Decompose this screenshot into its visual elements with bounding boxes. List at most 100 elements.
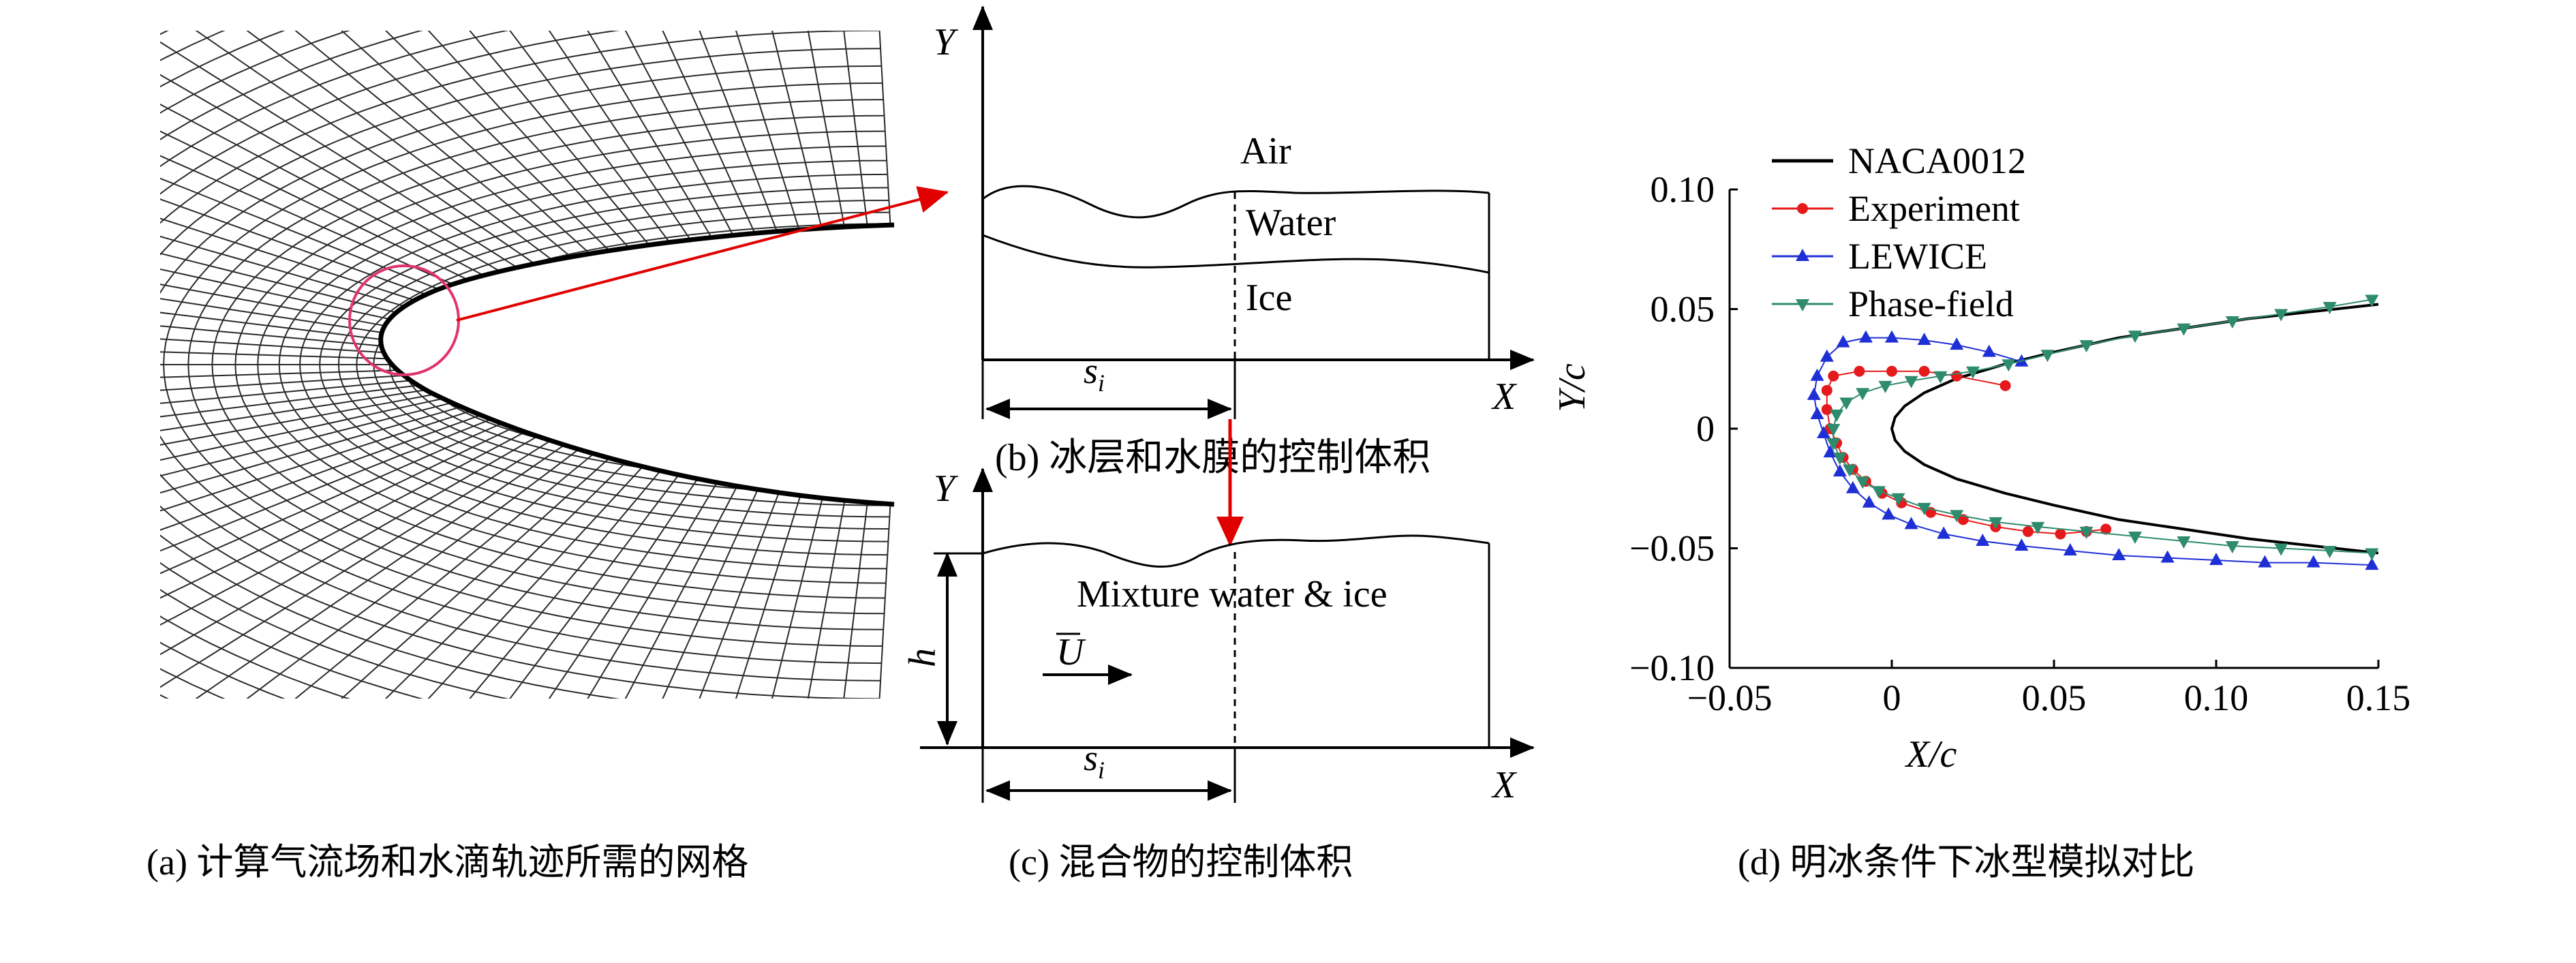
data-point — [1904, 517, 1918, 530]
data-point — [1917, 502, 1931, 515]
data-point — [1976, 533, 1990, 546]
b-air-label: Air — [1240, 130, 1291, 172]
data-point — [2079, 340, 2094, 353]
mesh-radial-line — [246, 31, 620, 311]
data-point — [2177, 323, 2191, 336]
data-point — [1807, 387, 1821, 400]
data-point — [2274, 309, 2288, 322]
b-x-label: X — [1491, 376, 1518, 418]
data-point — [1982, 344, 1996, 357]
mesh-radial-line — [624, 31, 766, 297]
c-u-label: U — [1056, 631, 1086, 673]
mesh-radial-line — [807, 31, 858, 294]
data-point — [1989, 517, 2003, 530]
legend-label: Experiment — [1848, 188, 2020, 229]
data-point — [1886, 365, 1897, 377]
data-point — [1796, 249, 1809, 261]
data-point — [2040, 350, 2055, 363]
data-point — [1871, 486, 1886, 499]
data-point — [2022, 525, 2034, 537]
data-point — [1891, 493, 1905, 506]
x-tick-label: −0.05 — [1687, 677, 1773, 718]
mesh-radial-line — [160, 217, 519, 335]
data-point — [2177, 536, 2191, 549]
data-point — [1950, 510, 1964, 523]
mesh-radial-line — [160, 395, 519, 512]
mesh-radial-line — [160, 408, 568, 626]
caption-a: (a) 计算气流场和水滴轨迹所需的网格 — [147, 842, 748, 883]
data-point — [1823, 445, 1837, 458]
legend-label: Phase-field — [1848, 284, 2014, 324]
data-point — [1826, 424, 1841, 436]
data-point — [1833, 453, 1847, 465]
mesh-radial-line — [160, 370, 479, 391]
zoom-arrow — [456, 186, 949, 322]
y-axis-label: Y/c — [1551, 363, 1593, 412]
data-point — [1937, 526, 1951, 539]
data-point — [1836, 335, 1850, 348]
y-tick-label: −0.10 — [1629, 647, 1715, 688]
mesh-radial-line — [509, 31, 714, 301]
data-point — [1856, 388, 1870, 401]
data-point — [2100, 523, 2112, 535]
data-point — [2160, 550, 2175, 563]
mesh-radial-line — [771, 31, 839, 294]
mesh-radial-line — [548, 31, 731, 299]
caption-c: (c) 混合物的控制体积 — [1009, 842, 1353, 883]
mesh-radial-line — [160, 198, 527, 332]
data-point — [2365, 548, 2379, 561]
x-tick-label: 0.05 — [2022, 677, 2087, 718]
mesh-radial-line — [160, 367, 478, 378]
series-lewice — [1807, 330, 2379, 570]
data-point — [1833, 464, 1847, 477]
mesh-radial-line — [160, 411, 581, 656]
mesh-radial-line — [160, 400, 536, 552]
mesh-radial-line — [160, 252, 504, 341]
mesh-radial-line — [699, 31, 802, 295]
c-si-label: si — [1084, 737, 1105, 784]
data-point — [1830, 409, 1844, 422]
c-top-surface — [982, 534, 1490, 568]
data-point — [1843, 464, 1857, 477]
mesh-radial-line — [160, 392, 511, 494]
mesh-radial-line — [160, 386, 498, 461]
panel-c: Y X h Mixture water & ice U si (c) 混合物的控… — [902, 468, 1535, 883]
b-water-label: Water — [1246, 202, 1336, 244]
mesh-radial-line — [735, 434, 821, 699]
mesh-radial-line — [548, 430, 731, 699]
mesh-radial-line — [843, 435, 876, 699]
data-point — [1858, 330, 1873, 343]
panel-b: Y X Air Water Ice si (b) 冰层和水膜的控制体积 — [934, 5, 1535, 479]
mesh-radial-line — [195, 416, 607, 699]
mesh-radial-line — [427, 31, 681, 304]
mesh-radial-line — [160, 380, 488, 431]
mesh-radial-line — [160, 413, 594, 688]
series-line — [1813, 337, 2372, 566]
data-point — [1933, 371, 1948, 384]
data-point — [1966, 366, 1980, 379]
data-point — [1854, 365, 1865, 377]
mesh-radial-line — [160, 298, 488, 350]
data-point — [2128, 531, 2142, 544]
mesh-radial-line — [509, 428, 714, 699]
data-point — [1878, 380, 1892, 393]
mesh-radial-line — [469, 427, 697, 699]
data-point — [1820, 349, 1834, 362]
mesh-radial-line — [160, 325, 481, 356]
b-water-surface — [982, 185, 1490, 219]
mesh-radial-line — [160, 376, 484, 418]
mesh-radial-line — [160, 103, 568, 321]
data-point — [1999, 380, 2011, 391]
x-tick-label: 0.10 — [2184, 677, 2249, 718]
mesh-radial-line — [878, 435, 894, 699]
mesh-radial-line — [771, 435, 839, 699]
y-tick-label: 0.05 — [1651, 289, 1715, 330]
data-point — [1856, 476, 1870, 489]
mesh-radial-line — [384, 31, 665, 306]
mesh-radial-line — [160, 235, 511, 337]
mesh-radial-line — [807, 435, 858, 699]
data-point — [2031, 521, 2045, 534]
data-point — [2128, 331, 2142, 343]
